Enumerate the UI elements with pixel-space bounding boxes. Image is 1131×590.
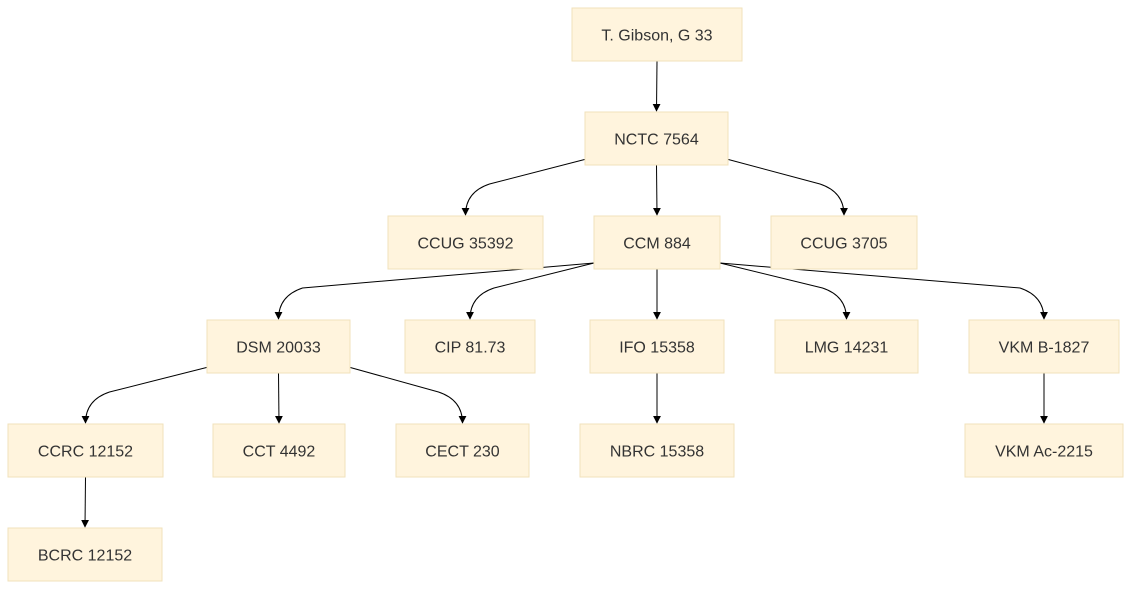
node-box (584, 111, 729, 166)
node-cct-4492: CCT 4492 (212, 423, 346, 478)
node-vkm-b-1827: VKM B-1827 (968, 319, 1120, 374)
node-label: NCTC 7564 (614, 132, 699, 149)
node-box (593, 215, 721, 270)
node-box (589, 319, 725, 374)
node-label: VKM Ac-2215 (995, 444, 1093, 461)
node-box (774, 319, 919, 374)
node-ifo-15358: IFO 15358 (589, 319, 725, 374)
edge-dsm-20033-to-cect-230 (348, 366, 467, 424)
edge-nctc-7564-to-ccm-884 (652, 164, 661, 216)
node-vkm-ac-2215: VKM Ac-2215 (964, 423, 1124, 478)
node-box (206, 319, 351, 374)
node-box (404, 319, 536, 374)
node-label: CCM 884 (623, 236, 691, 253)
node-box (212, 423, 346, 478)
node-label: VKM B-1827 (999, 340, 1090, 357)
edge-t-gibson-g-33-to-nctc-7564 (652, 60, 661, 112)
node-label: BCRC 12152 (38, 548, 132, 565)
node-nctc-7564: NCTC 7564 (584, 111, 729, 166)
node-label: CECT 230 (425, 444, 500, 461)
node-box (770, 215, 918, 270)
node-label: DSM 20033 (236, 340, 321, 357)
node-nbrc-15358: NBRC 15358 (579, 423, 735, 478)
node-label: IFO 15358 (619, 340, 695, 357)
node-box (395, 423, 530, 478)
node-label: CIP 81.73 (435, 340, 506, 357)
edge-dsm-20033-to-ccrc-12152 (81, 366, 209, 424)
node-cect-230: CECT 230 (395, 423, 530, 478)
node-label: T. Gibson, G 33 (601, 28, 712, 45)
node-box (964, 423, 1124, 478)
node-lmg-14231: LMG 14231 (774, 319, 919, 374)
node-label: CCRC 12152 (38, 444, 133, 461)
edge-ccm-884-to-lmg-14231 (719, 262, 851, 320)
edge-ccm-884-to-dsm-20033 (274, 262, 595, 320)
node-ccrc-12152: CCRC 12152 (7, 423, 164, 478)
node-t-gibson-g-33: T. Gibson, G 33 (571, 7, 743, 62)
node-box (7, 527, 163, 582)
node-label: CCUG 3705 (800, 236, 887, 253)
node-dsm-20033: DSM 20033 (206, 319, 351, 374)
node-cip-81-73: CIP 81.73 (404, 319, 536, 374)
edge-nctc-7564-to-ccug-35392 (461, 158, 587, 216)
node-box (387, 215, 544, 270)
node-box (571, 7, 743, 62)
node-ccm-884: CCM 884 (593, 215, 721, 270)
edges-layer (81, 60, 1048, 528)
edge-nctc-7564-to-ccug-3705 (726, 158, 848, 216)
edge-ccm-884-to-cip-81-73 (466, 262, 595, 320)
node-bcrc-12152: BCRC 12152 (7, 527, 163, 582)
node-ccug-35392: CCUG 35392 (387, 215, 544, 270)
node-box (579, 423, 735, 478)
node-ccug-3705: CCUG 3705 (770, 215, 918, 270)
node-label: CCUG 35392 (417, 236, 513, 253)
node-box (7, 423, 164, 478)
node-label: CCT 4492 (243, 444, 316, 461)
node-label: LMG 14231 (805, 340, 889, 357)
node-label: NBRC 15358 (610, 444, 704, 461)
edge-ccm-884-to-vkm-b-1827 (719, 262, 1048, 320)
node-box (968, 319, 1120, 374)
edge-ccrc-12152-to-bcrc-12152 (81, 476, 90, 528)
edge-dsm-20033-to-cct-4492 (274, 372, 283, 424)
